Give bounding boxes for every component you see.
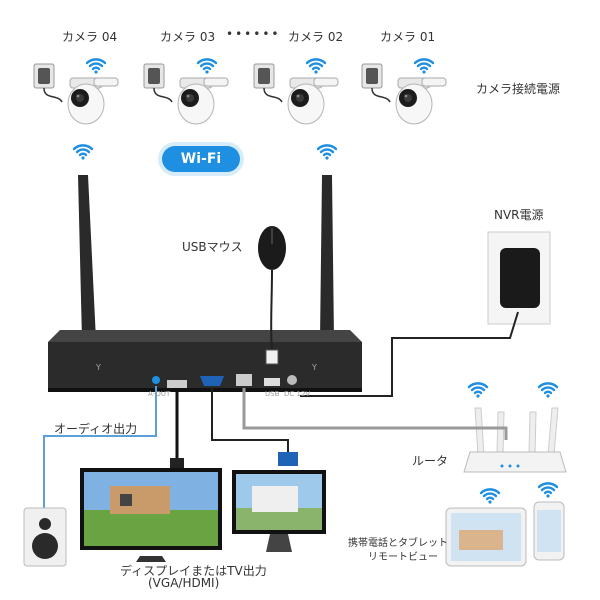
usb-mouse-label: USBマウス [182,240,243,254]
mouse-icon [258,226,286,365]
camera-icon [177,77,229,125]
antenna-icon [320,175,334,340]
camera-04-group [33,58,119,125]
dc-port [287,375,297,385]
audio-cable [43,386,157,510]
wifi-icon [467,382,489,399]
power-adapter-icon [361,63,391,103]
mobile-label-line1: 携帯電話とタブレット [348,538,448,549]
port-dc-label: DC 12V [284,390,311,398]
wifi-icon [305,58,327,75]
camera-icon [287,77,339,125]
wifi-icon [479,488,501,505]
wifi-icon [196,58,218,75]
power-adapter-icon [143,63,173,103]
wifi-icon [316,144,338,161]
more-cameras-dots: •••••• [226,27,281,41]
wifi-badge: Wi-Fi [162,146,240,172]
camera-04-label: カメラ 04 [62,30,118,44]
mobile-label-line2: リモートビュー [368,552,438,563]
antenna-icon [78,175,96,340]
lan-port [236,374,252,386]
display-label-line1: ディスプレイまたはTV出力 [120,564,267,578]
hdmi-port [167,380,187,388]
camera-02-label: カメラ 02 [288,30,344,44]
vga-port [200,376,224,386]
camera-icon [67,77,119,125]
camera-02-group [253,58,339,125]
monitor-icon [80,468,222,562]
vga-cable [211,388,289,452]
wifi-icon [537,382,559,399]
svg-text:Y: Y [95,363,101,372]
nvr-unit: Y Y [48,330,362,392]
power-adapter-icon [33,63,63,103]
camera-icon [395,77,447,125]
camera-03-group [143,58,229,125]
display-label-line2: (VGA/HDMI) [148,576,220,590]
wifi-icon [537,482,559,499]
monitor-icon [232,470,326,552]
speaker-icon [23,507,67,567]
router-label: ルータ [412,454,449,468]
phone-icon [533,501,565,561]
port-usb-label: USB [265,390,280,398]
nvr-power-label: NVR電源 [494,208,544,222]
router-icon [463,382,567,473]
usb-port [264,378,280,386]
wifi-icon [413,58,435,75]
camera-01-group [361,58,447,125]
power-adapter-icon [253,63,283,103]
nvr-power-adapter [300,231,551,397]
camera-03-label: カメラ 03 [160,30,216,44]
audio-out-label: オーディオ出力 [54,422,138,436]
camera-01-label: カメラ 01 [380,30,436,44]
wifi-icon [72,144,94,161]
tablet-icon [445,507,527,567]
wifi-icon [85,58,107,75]
camera-power-label: カメラ接続電源 [476,82,561,96]
lan-cable [242,388,508,440]
svg-text:Y: Y [311,363,317,372]
audio-port [152,376,160,384]
port-aout-label: A-OUT [148,390,171,398]
